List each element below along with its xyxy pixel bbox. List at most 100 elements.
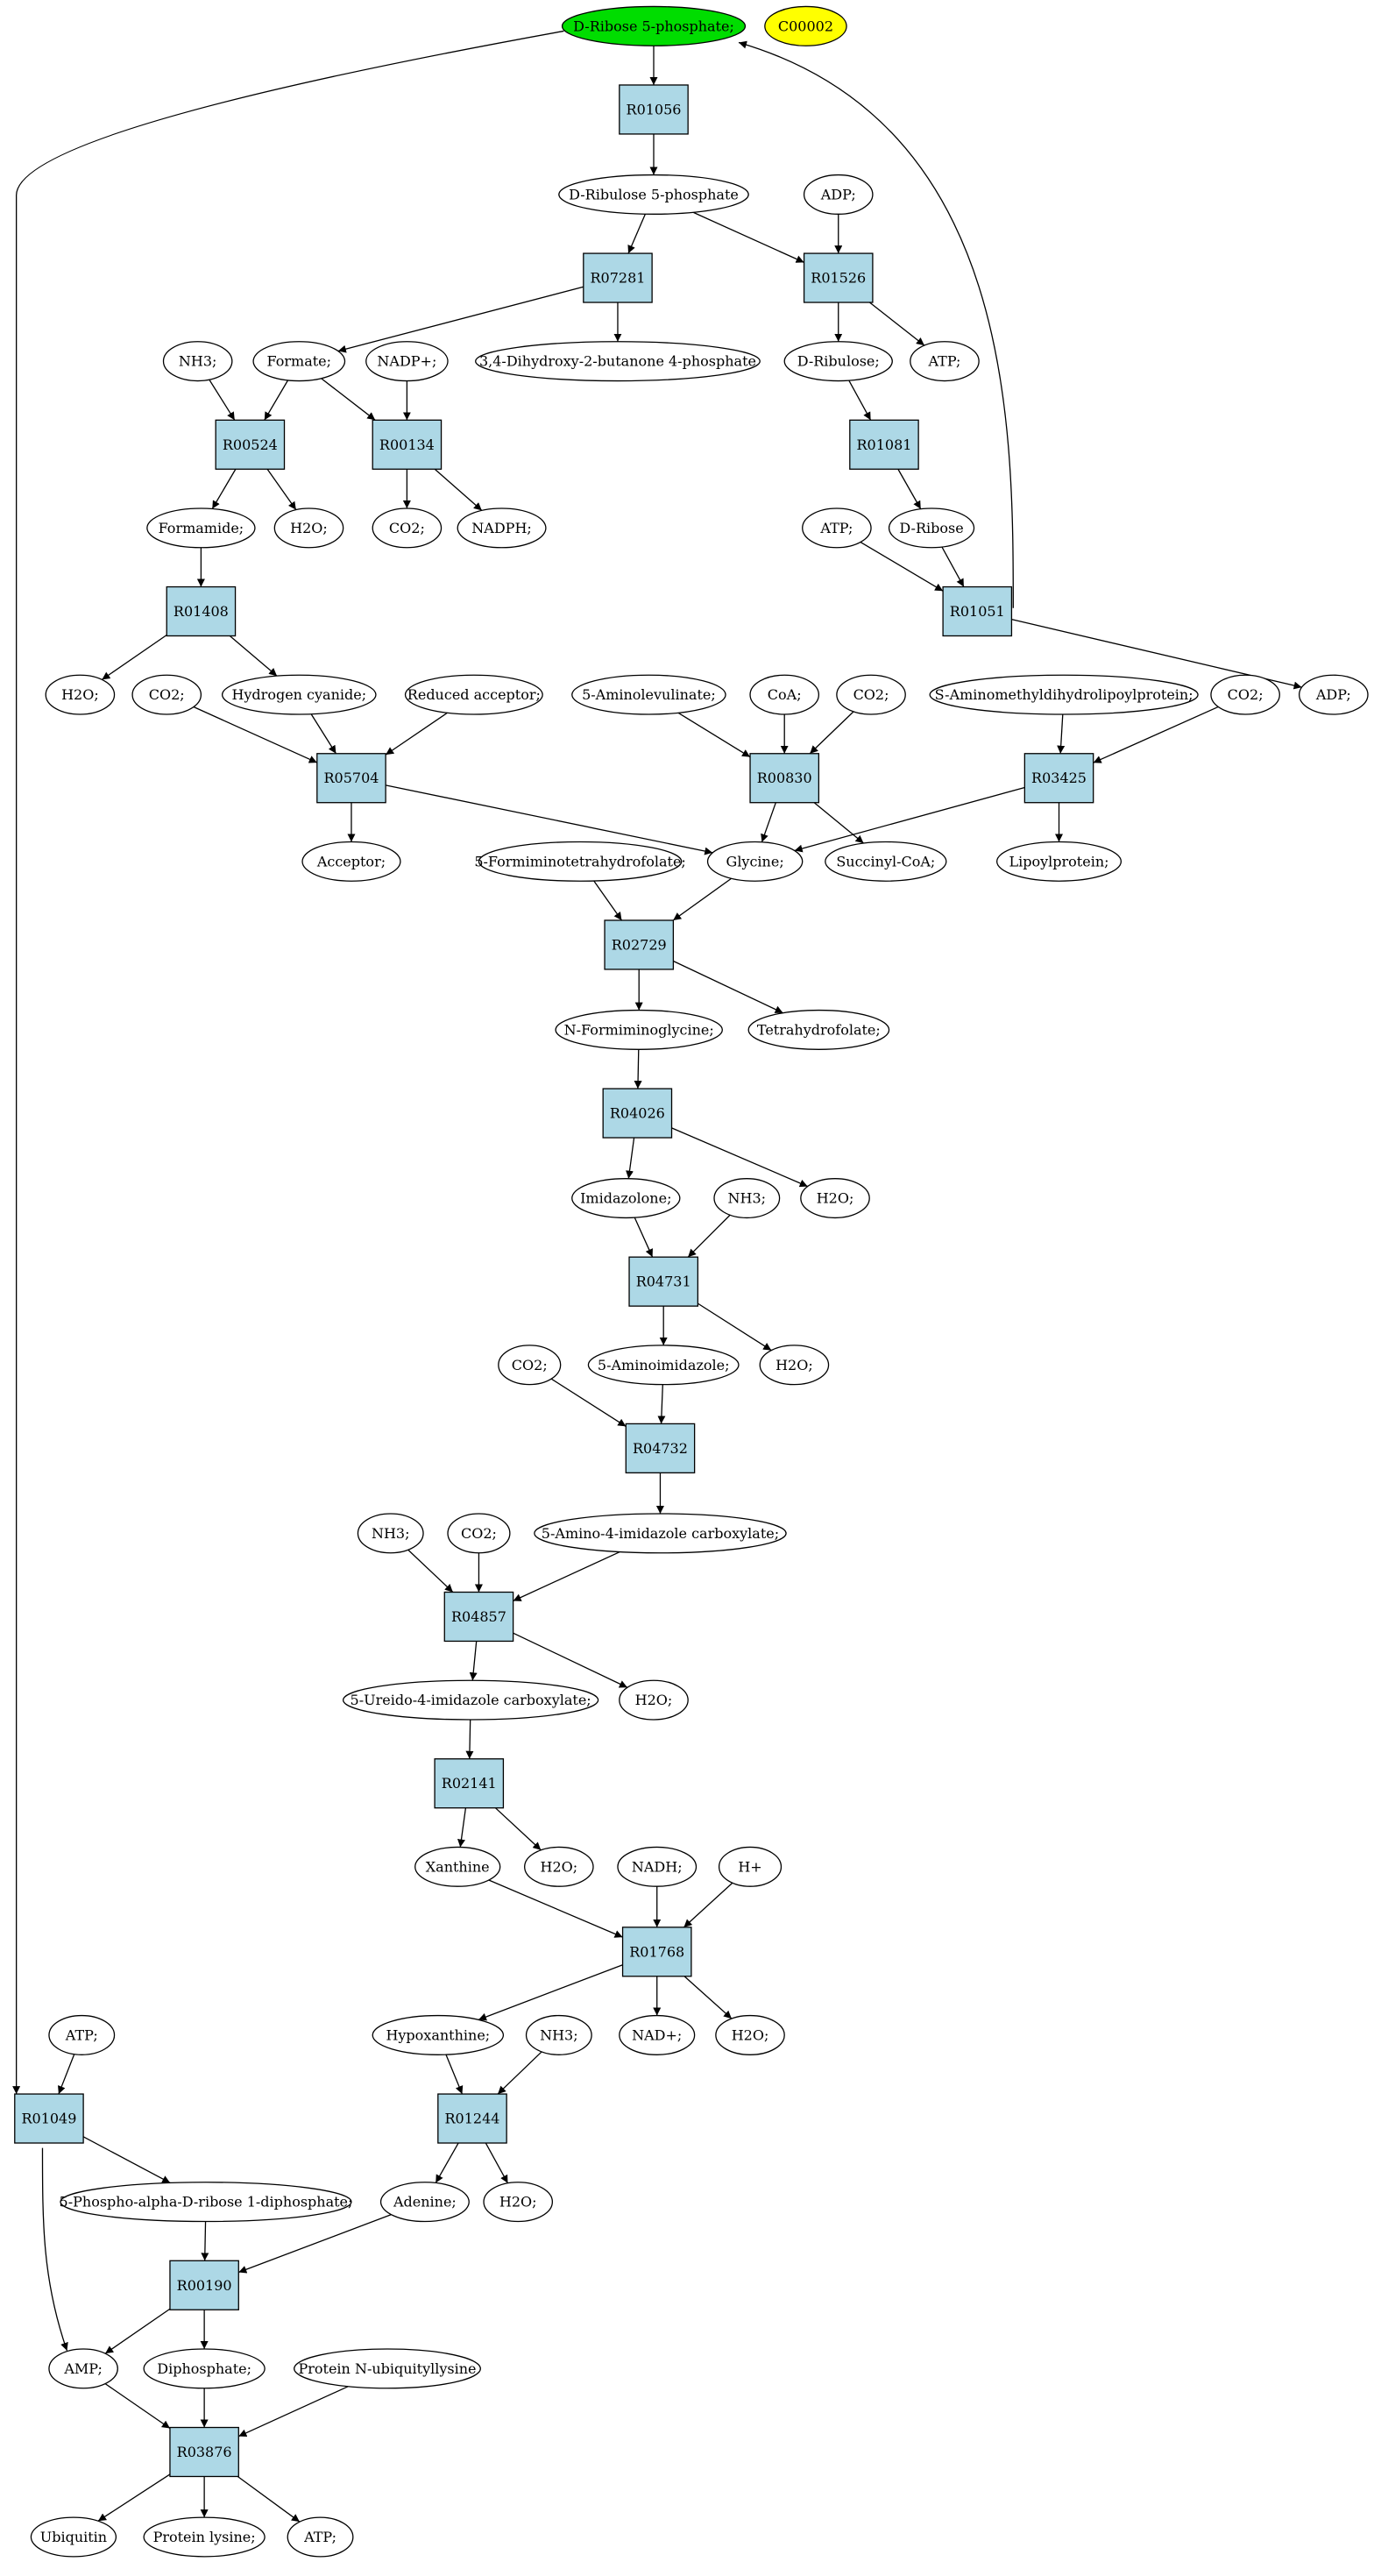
metabolite-node-coa[interactable]: CoA;: [749, 674, 820, 715]
reaction-node-r02141[interactable]: R02141: [434, 1758, 505, 1809]
metabolite-node-lipoylprotein[interactable]: Lipoylprotein;: [996, 841, 1123, 882]
metabolite-node-s-aminomethyldihydrolipoylprotein[interactable]: S-Aminomethyldihydrolipoylprotein;: [929, 674, 1199, 715]
node-label: 5-Phospho-alpha-D-ribose 1-diphosphate;: [60, 2194, 353, 2211]
metabolite-node-hydrogen-cyanide[interactable]: Hydrogen cyanide;: [221, 674, 377, 715]
metabolite-node-adp[interactable]: ADP;: [803, 174, 874, 215]
metabolite-node-succinyl-coa[interactable]: Succinyl-CoA;: [825, 841, 947, 882]
reaction-node-r01081[interactable]: R01081: [849, 419, 919, 470]
node-label: C00002: [778, 18, 833, 34]
metabolite-node-adp[interactable]: ADP;: [1299, 674, 1369, 715]
metabolite-node-atp[interactable]: ATP;: [48, 2014, 116, 2055]
metabolite-node-h2o[interactable]: H2O;: [759, 1345, 830, 1386]
metabolite-node-amp[interactable]: AMP;: [48, 2348, 118, 2389]
reaction-node-r00524[interactable]: R00524: [215, 419, 286, 470]
metabolite-node-diphosphate[interactable]: Diphosphate;: [143, 2348, 266, 2389]
metabolite-node-d-ribulose[interactable]: D-Ribulose;: [783, 341, 893, 382]
metabolite-node-co2[interactable]: CO2;: [1210, 674, 1280, 715]
edge-r01081-to-d-ribose: [897, 468, 922, 510]
metabolite-node-co2[interactable]: CO2;: [372, 507, 443, 549]
reaction-node-r07281[interactable]: R07281: [583, 252, 653, 303]
node-label: 5-Aminolevulinate;: [582, 686, 716, 703]
metabolite-node-atp[interactable]: ATP;: [287, 2516, 354, 2558]
reaction-node-r00830[interactable]: R00830: [749, 753, 820, 804]
node-label: R01051: [950, 603, 1005, 620]
node-label: R02141: [442, 1775, 497, 1792]
metabolite-node-atp[interactable]: ATP;: [802, 507, 872, 549]
metabolite-node-5-formiminotetrahydrofolate[interactable]: 5-Formiminotetrahydrofolate;: [474, 841, 686, 882]
metabolite-node-nadh[interactable]: NADH;: [617, 1846, 698, 1887]
reaction-node-r01408[interactable]: R01408: [166, 585, 237, 637]
metabolite-node-xanthine[interactable]: Xanthine: [414, 1846, 501, 1887]
metabolite-node-5-aminoimidazole[interactable]: 5-Aminoimidazole;: [587, 1345, 740, 1386]
metabolite-node-hypoxanthine[interactable]: Hypoxanthine;: [372, 2014, 505, 2055]
metabolite-node-co2[interactable]: CO2;: [836, 674, 906, 715]
reaction-node-r01244[interactable]: R01244: [437, 2093, 507, 2144]
metabolite-node-protein-lysine[interactable]: Protein lysine;: [143, 2516, 266, 2558]
edge-r02141-to-xanthine: [457, 1807, 467, 1848]
metabolite-node-h2o[interactable]: H2O;: [619, 1679, 689, 1721]
reaction-node-r04857[interactable]: R04857: [443, 1591, 514, 1643]
metabolite-node-h2o[interactable]: H2O;: [524, 1846, 594, 1887]
metabolite-node-5-phospho-alpha-d-ribose-1-diphosphate[interactable]: 5-Phospho-alpha-D-ribose 1-diphosphate;: [60, 2182, 353, 2223]
metabolite-ellipse: [60, 2182, 352, 2223]
metabolite-node-nadph[interactable]: NADPH;: [457, 507, 547, 549]
metabolite-node-h[interactable]: H+: [718, 1846, 783, 1887]
metabolite-node-adenine[interactable]: Adenine;: [379, 2182, 470, 2223]
metabolite-node-acceptor[interactable]: Acceptor;: [301, 841, 401, 882]
edge-r07281-to-formate-: [337, 286, 584, 353]
reaction-node-r04026[interactable]: R04026: [602, 1088, 673, 1139]
metabolite-node-5-aminolevulinate[interactable]: 5-Aminolevulinate;: [571, 674, 726, 715]
node-label: R04732: [633, 1440, 688, 1457]
reaction-node-r00134[interactable]: R00134: [372, 419, 443, 470]
metabolite-node-co2[interactable]: CO2;: [447, 1513, 511, 1554]
metabolite-node-co2[interactable]: CO2;: [131, 674, 202, 715]
metabolite-node-nh3[interactable]: NH3;: [357, 1513, 424, 1554]
metabolite-node-ubiquitin[interactable]: Ubiquitin: [30, 2516, 117, 2558]
metabolite-node-n-formiminoglycine[interactable]: N-Formiminoglycine;: [555, 1009, 723, 1050]
reaction-node-r04731[interactable]: R04731: [628, 1256, 699, 1307]
metabolite-node-d-ribose-5-phosphate[interactable]: D-Ribose 5-phosphate;: [561, 5, 747, 46]
metabolite-node-formamide[interactable]: Formamide;: [146, 507, 256, 549]
metabolite-node-nadp[interactable]: NADP+;: [365, 341, 449, 382]
metabolite-node-c00002[interactable]: C00002: [764, 5, 847, 46]
reaction-box: [602, 1088, 673, 1139]
metabolite-node-atp[interactable]: ATP;: [910, 341, 980, 382]
metabolite-node-h2o[interactable]: H2O;: [483, 2182, 554, 2223]
metabolite-node-protein-n-ubiquityllysine[interactable]: Protein N-ubiquityllysine: [294, 2348, 481, 2389]
metabolite-ellipse: [273, 507, 344, 549]
reaction-node-r01049[interactable]: R01049: [14, 2093, 84, 2144]
node-label: H2O;: [541, 1858, 578, 1875]
metabolite-node-nh3[interactable]: NH3;: [525, 2014, 592, 2055]
reaction-node-r03876[interactable]: R03876: [169, 2426, 239, 2478]
reaction-node-r02729[interactable]: R02729: [604, 919, 675, 970]
metabolite-node-reduced-acceptor[interactable]: Reduced acceptor;: [404, 674, 543, 715]
reaction-node-r05704[interactable]: R05704: [316, 753, 386, 804]
metabolite-node-co2[interactable]: CO2;: [498, 1345, 562, 1386]
metabolite-node-h2o[interactable]: H2O;: [715, 2014, 785, 2055]
metabolite-node-d-ribulose-5-phosphate[interactable]: D-Ribulose 5-phosphate: [558, 174, 749, 215]
metabolite-node-nh3[interactable]: NH3;: [713, 1178, 781, 1219]
metabolite-node-h2o[interactable]: H2O;: [800, 1178, 870, 1219]
metabolite-node-3-4-dihydroxy-2-butanone-4-phosphate[interactable]: 3,4-Dihydroxy-2-butanone 4-phosphate: [475, 341, 761, 382]
metabolite-node-formate[interactable]: Formate;: [252, 341, 346, 382]
metabolite-node-imidazolone[interactable]: Imidazolone;: [571, 1178, 681, 1219]
metabolite-node-d-ribose[interactable]: D-Ribose: [888, 507, 975, 549]
metabolite-node-5-amino-4-imidazole-carboxylate[interactable]: 5-Amino-4-imidazole carboxylate;: [534, 1513, 787, 1554]
metabolite-node-nad[interactable]: NAD+;: [619, 2014, 696, 2055]
reaction-node-r00190[interactable]: R00190: [169, 2260, 239, 2310]
metabolite-node-h2o[interactable]: H2O;: [273, 507, 344, 549]
metabolite-node-h2o[interactable]: H2O;: [45, 674, 116, 715]
reaction-node-r01526[interactable]: R01526: [803, 252, 874, 303]
reaction-node-r03425[interactable]: R03425: [1023, 753, 1094, 804]
metabolite-node-5-ureido-4-imidazole-carboxylate[interactable]: 5-Ureido-4-imidazole carboxylate;: [342, 1679, 599, 1721]
node-label: NADP+;: [377, 353, 436, 370]
reaction-node-r01051[interactable]: R01051: [942, 585, 1013, 637]
node-label: D-Ribose: [899, 520, 963, 536]
edge-r01049-to-amp-: [41, 2147, 68, 2352]
metabolite-node-nh3[interactable]: NH3;: [162, 341, 233, 382]
metabolite-node-tetrahydrofolate[interactable]: Tetrahydrofolate;: [747, 1009, 890, 1050]
reaction-node-r01056[interactable]: R01056: [619, 84, 689, 135]
metabolite-node-glycine[interactable]: Glycine;: [706, 841, 804, 882]
reaction-node-r04732[interactable]: R04732: [625, 1423, 696, 1474]
reaction-node-r01768[interactable]: R01768: [621, 1927, 692, 1977]
